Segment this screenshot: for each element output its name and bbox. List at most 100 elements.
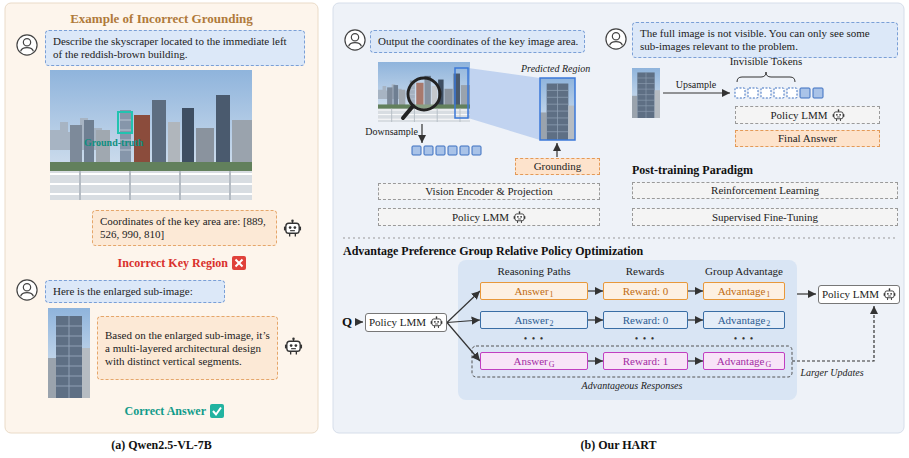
zoom-callout [403,68,575,140]
policy-box: Policy LMM [378,208,600,226]
photo [540,78,575,140]
robot-icon [513,211,526,224]
question-bubble: Output the coordinates of the key image … [370,30,585,53]
robot-icon [832,109,845,122]
reward-box: Reward: 0 [603,282,688,300]
status-mark [236,260,243,267]
advantage-box: AdvantageG [703,352,785,370]
node-text: Advantage [717,355,765,368]
reward-box: Reward: 0 [603,311,688,329]
connector-arrow [447,323,480,362]
question-bubble: Describe the skyscraper located to the i… [45,30,305,66]
policy-box: Policy LMM [818,285,900,304]
zoom-callout [468,68,540,140]
highlight-frame [472,346,792,377]
flow-arrow [663,92,730,93]
flow-arrow [421,124,422,143]
frame-label: Advantageous Responses [562,380,702,391]
token [800,88,810,98]
arrow-label: Larger Updates [796,367,868,378]
flow-arrow [356,294,874,361]
node-text: Answer [514,355,548,368]
connector-arrow [588,319,603,320]
invisible-token [761,88,771,98]
region-label: Predicted Region [521,63,605,74]
node-text: Advantage [718,285,766,298]
robot-icon [285,337,302,354]
panel-caption: (b) Our HART [333,438,904,453]
invisible-token [774,88,784,98]
node-text: Reward: 0 [623,314,669,327]
subscript: G [765,358,771,371]
section-heading: Post-training Paradigm [632,163,792,178]
question-bubble: Here is the enlarged sub-image: [45,280,225,303]
answer-box: Answer1 [480,282,588,300]
connector-arrow [447,291,480,323]
node-text: Policy LMM [822,288,879,301]
invisible-token [748,88,758,98]
panel-ground [333,3,904,433]
panel-caption: (a) Qwen2.5-VL-7B [5,438,318,453]
grounding-box: Grounding [515,158,600,175]
node-text: Policy LMM [369,316,426,329]
node-text: Based on the enlarged sub-image, it’s a … [105,329,270,368]
node-text: Answer [514,285,548,298]
subscript: 1 [550,288,554,301]
flow-arrow [356,321,363,322]
training-box: Reinforcement Learning [632,182,898,199]
column-heading: Group Advantage [694,265,794,277]
verdict-label: Correct Answer [90,404,206,419]
user-icon [17,35,37,55]
subscript: 2 [550,317,554,330]
invisible-token [787,88,797,98]
node-text: Reward: 0 [623,285,669,298]
node-text: Coordinates of the key area are: [889, 5… [100,215,269,241]
token [448,146,457,155]
connector-arrow [588,360,603,361]
advantage-box: Advantage1 [703,282,785,300]
ellipsis: • • • [615,333,675,344]
node-text: Supervised Fine-Tuning [712,211,818,224]
photo [118,112,132,133]
panel-ground [5,3,904,433]
ellipsis: • • • [714,333,774,344]
node-text: Describe the skyscraper located to the i… [53,35,297,61]
policy-box: Policy LMM [735,106,880,124]
node-text: Reward: 1 [623,355,669,368]
zoom-callout [540,78,575,140]
status-mark [210,404,224,418]
photo [50,70,252,200]
node-text: Grounding [534,160,582,173]
node-text: Here is the enlarged sub-image: [53,285,217,298]
token [460,146,469,155]
photo [632,68,660,118]
reward-box: Reward: 1 [603,352,688,370]
subscript: G [549,358,555,371]
invisible-token [735,88,797,98]
zoom-callout [403,106,413,118]
flow-arrow [797,293,816,294]
module-box: Vision Encoder & Projection [378,183,600,200]
token [412,146,421,155]
connector-arrow [688,319,703,320]
answer-bubble: Based on the enlarged sub-image, it’s a … [97,316,278,380]
training-box: Supervised Fine-Tuning [632,208,898,226]
flow-arrow [422,93,730,157]
node-text: Policy LMM [452,211,509,224]
robot-icon [284,219,301,236]
flow-arrow [556,143,557,157]
user-icon [17,29,626,300]
node-text: Reinforcement Learning [711,184,819,197]
status-mark [213,408,221,415]
region-label: Ground-truth [84,137,154,148]
query-label: Q [342,314,356,330]
answer-bubble: Coordinates of the key area are: [889, 5… [92,210,277,246]
node-text: Answer [514,314,548,327]
step-label: Downsample [350,126,418,137]
user-icon [345,30,365,50]
robot-icon [284,219,302,354]
panel-heading: Example of Incorrect Grounding [5,11,318,27]
connector-arrow [447,320,480,323]
node-text: Final Answer [778,132,837,145]
